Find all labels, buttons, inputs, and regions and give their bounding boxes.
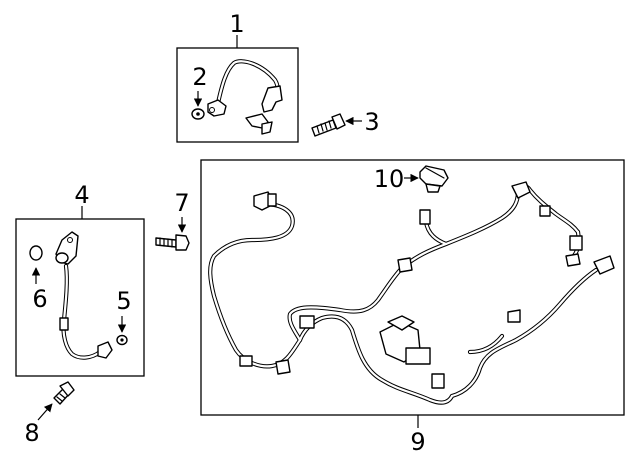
callout-4: 4 xyxy=(74,181,89,209)
part-8-arrow xyxy=(37,403,53,421)
part-1-group: 1 2 xyxy=(176,10,299,143)
part-9-group: 9 xyxy=(200,159,625,456)
callout-3: 3 xyxy=(364,108,379,136)
part-4-box xyxy=(15,218,145,377)
part-9-box xyxy=(200,159,625,416)
callout-2: 2 xyxy=(192,63,207,91)
speed-sensor-icon xyxy=(55,231,113,360)
part-4-group: 4 6 5 xyxy=(15,181,145,377)
part-6-washer-icon xyxy=(29,245,43,261)
bracket-harness-icon xyxy=(207,59,283,135)
wiring-harness-icon xyxy=(208,181,615,405)
callout-6: 6 xyxy=(32,285,47,313)
callout-8: 8 xyxy=(24,419,39,447)
part-3-bolt-icon xyxy=(311,113,346,137)
part-7-bolt-icon xyxy=(155,234,190,251)
callout-9: 9 xyxy=(410,428,425,456)
callout-7: 7 xyxy=(174,189,189,217)
callout-1: 1 xyxy=(229,10,244,38)
part-10-sensor-icon xyxy=(419,165,449,193)
callout-10: 10 xyxy=(374,165,405,193)
callout-5: 5 xyxy=(116,287,131,315)
part-8-bolt-icon xyxy=(53,381,75,405)
